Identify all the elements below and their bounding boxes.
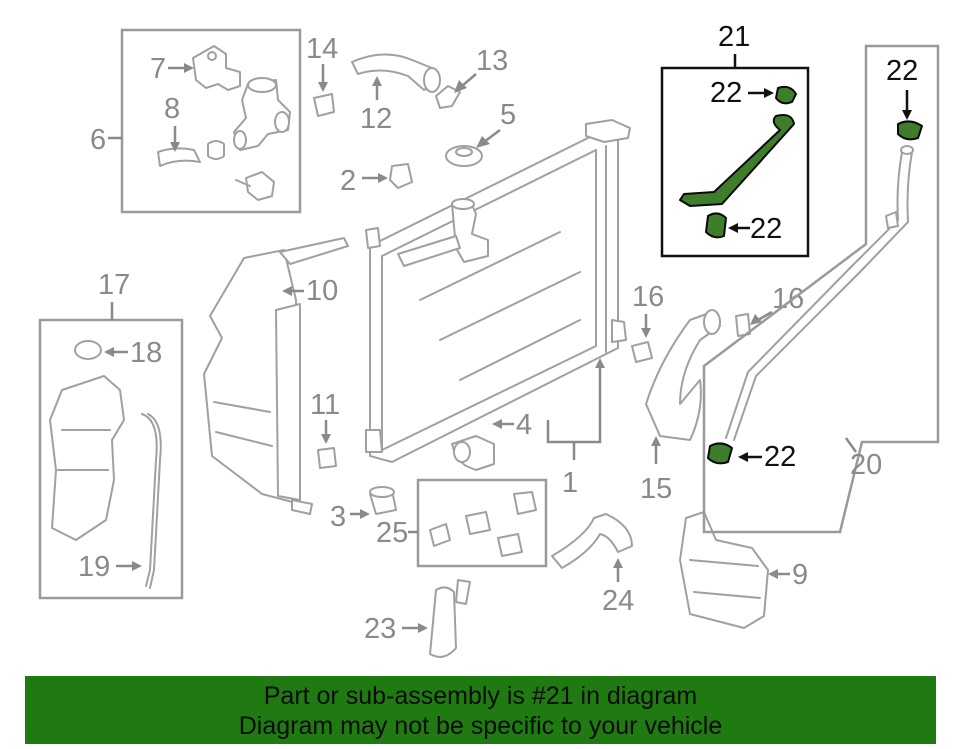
callout-25: 25 bbox=[376, 517, 408, 549]
callout-22b: 22 bbox=[750, 213, 782, 245]
callout-20: 20 bbox=[850, 449, 882, 481]
callout-9: 9 bbox=[792, 559, 808, 591]
item-22-clamps: 22 22 bbox=[707, 55, 923, 473]
callout-7: 7 bbox=[150, 53, 166, 85]
item-24: 24 bbox=[551, 513, 634, 617]
callout-12: 12 bbox=[360, 103, 392, 135]
banner-line-1: Part or sub-assembly is #21 in diagram bbox=[263, 682, 698, 710]
callout-3: 3 bbox=[330, 501, 346, 533]
upper-parts: 14 12 13 5 2 bbox=[306, 33, 516, 197]
item-9: 9 bbox=[679, 511, 808, 629]
item-15: 15 16 16 bbox=[631, 281, 804, 505]
callout-21: 21 bbox=[718, 21, 750, 53]
callout-13: 13 bbox=[476, 45, 508, 77]
callout-10: 10 bbox=[306, 275, 338, 307]
callout-15: 15 bbox=[640, 473, 672, 505]
callout-19: 19 bbox=[78, 551, 110, 583]
shroud: 10 bbox=[203, 237, 349, 515]
callout-22c: 22 bbox=[886, 55, 918, 87]
item-4: 4 bbox=[451, 409, 532, 471]
callout-6: 6 bbox=[90, 124, 106, 156]
callout-18: 18 bbox=[130, 337, 162, 369]
radiator: 1 bbox=[365, 119, 631, 499]
callout-24: 24 bbox=[602, 585, 634, 617]
group-box-25: 25 bbox=[376, 478, 548, 568]
callout-16: 16 bbox=[632, 281, 664, 313]
group-box-21: 21 22 22 bbox=[660, 21, 810, 258]
item-11: 11 bbox=[310, 389, 340, 469]
callout-17: 17 bbox=[98, 269, 130, 301]
group-box-6: 6 7 8 bbox=[90, 28, 302, 214]
callout-1: 1 bbox=[562, 467, 578, 499]
banner-line-2: Diagram may not be specific to your vehi… bbox=[238, 712, 723, 740]
info-banner: Part or sub-assembly is #21 in diagram D… bbox=[25, 676, 936, 744]
callout-11: 11 bbox=[310, 389, 340, 421]
group-box-20: 20 bbox=[702, 44, 940, 534]
callout-5: 5 bbox=[500, 99, 516, 131]
callout-14: 14 bbox=[306, 33, 338, 65]
callout-23: 23 bbox=[364, 613, 396, 645]
group-box-17: 17 18 19 bbox=[38, 269, 184, 600]
callout-4: 4 bbox=[516, 409, 532, 441]
item-3: 3 bbox=[330, 486, 397, 533]
callout-22d: 22 bbox=[764, 441, 796, 473]
callout-8: 8 bbox=[164, 93, 180, 125]
callout-2: 2 bbox=[340, 165, 356, 197]
item-23: 23 bbox=[364, 579, 471, 658]
callout-22a: 22 bbox=[710, 77, 742, 109]
